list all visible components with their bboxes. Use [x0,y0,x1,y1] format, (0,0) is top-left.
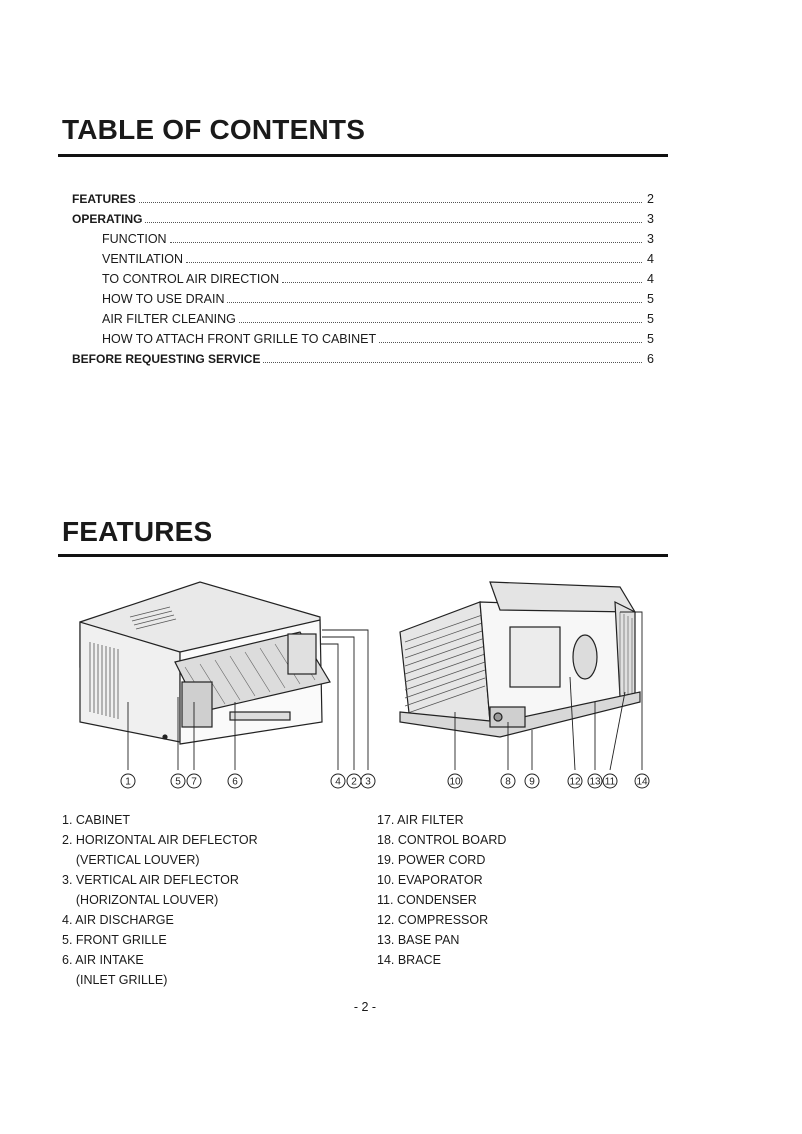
toc-leader-dots [169,242,642,243]
svg-text:11: 11 [605,777,616,788]
callout-10: 10 [447,773,463,789]
toc-leader-dots [263,362,642,363]
toc-entry-label: FUNCTION [102,232,167,246]
part-item: 11. CONDENSER [377,893,477,907]
toc-entry: AIR FILTER CLEANING 5 [72,312,654,332]
features-rule [58,554,668,557]
callout-9: 9 [524,773,540,789]
part-item: 1. CABINET [62,813,131,827]
part-item: 5. FRONT GRILLE [62,933,167,947]
toc-entry: HOW TO ATTACH FRONT GRILLE TO CABINET 5 [72,332,654,352]
callout-4: 4 [330,773,346,789]
svg-text:1: 1 [125,777,131,788]
toc-leader-dots [379,342,642,343]
callout-14: 14 [634,773,650,789]
svg-text:3: 3 [365,777,371,788]
toc-entry-label: AIR FILTER CLEANING [102,312,236,326]
callout-5: 5 [170,773,186,789]
svg-text:9: 9 [529,777,535,788]
part-item: 13. BASE PAN [377,933,460,947]
svg-text:6: 6 [232,777,238,788]
part-item: 10. EVAPORATOR [377,873,483,887]
parts-list-right: 17. AIR FILTER 18. CONTROL BOARD 19. POWER… [377,810,506,970]
part-item: (HORIZONTAL LOUVER) [62,893,219,907]
toc-entry: HOW TO USE DRAIN 5 [72,292,654,312]
callout-12: 12 [567,773,583,789]
part-item: 18. CONTROL BOARD [377,833,507,847]
toc-entry: VENTILATION 4 [72,252,654,272]
toc-leader-dots [138,202,642,203]
callout-2: 2 [346,773,362,789]
toc-entry-label: FEATURES [72,192,136,206]
toc-entry-page: 3 [647,212,654,226]
page-number: - 2 - [353,1000,377,1014]
toc-leader-dots [145,222,642,223]
toc-entry-page: 3 [647,232,654,246]
part-item: 12. COMPRESSOR [377,913,489,927]
leader-lines [127,611,643,771]
part-item: (INLET GRILLE) [62,973,168,987]
callout-7: 7 [186,773,202,789]
callout-13: 13 [587,773,603,789]
toc-entry-page: 5 [647,312,654,326]
svg-text:2: 2 [351,777,357,788]
toc-entry-label: TO CONTROL AIR DIRECTION [102,272,280,286]
toc-entry-label: VENTILATION [102,252,184,266]
toc-leader-dots [186,262,642,263]
toc-entry: OPERATING 3 [72,212,654,232]
callout-1: 1 [120,773,136,789]
svg-text:7: 7 [191,777,197,788]
callout-8: 8 [500,773,516,789]
toc-entry: FUNCTION 3 [72,232,654,252]
toc-entry-page: 4 [647,252,654,266]
toc-entry-label: HOW TO ATTACH FRONT GRILLE TO CABINET [102,332,377,346]
svg-text:8: 8 [505,777,511,788]
toc-entry-label: BEFORE REQUESTING SERVICE [72,352,261,366]
part-item: 19. POWER CORD [377,853,486,867]
title-rule [58,154,668,157]
svg-text:4: 4 [335,777,341,788]
part-item: 14. BRACE [377,953,441,967]
callout-6: 6 [227,773,243,789]
toc-entry-page: 5 [647,332,654,346]
toc-entry-label: HOW TO USE DRAIN [102,292,225,306]
part-item: 4. AIR DISCHARGE [62,913,174,927]
parts-list-left: 1. CABINET 2. HORIZONTAL AIR DEFLECTOR (V… [62,810,258,990]
callouts-right: 10 8 9 12 13 11 14 [447,773,650,789]
air-conditioner-illustration: 1 5 7 6 4 2 3 10 8 9 12 13 11 14 [79,581,650,789]
callout-11: 11 [602,773,618,789]
toc-leader-dots [227,302,642,303]
part-item: 3. VERTICAL AIR DEFLECTOR [62,873,239,887]
svg-text:14: 14 [636,777,648,788]
toc-entry-page: 6 [647,352,654,366]
part-item: 17. AIR FILTER [377,813,464,827]
toc-entry-label: OPERATING [72,212,143,226]
toc-entry-page: 5 [647,292,654,306]
assembled-unit-drawing [79,581,331,745]
toc-leader-dots [238,322,642,323]
toc-title: TABLE OF CONTENTS [62,114,366,145]
callout-3: 3 [360,773,376,789]
svg-text:13: 13 [589,777,601,788]
svg-text:10: 10 [449,777,461,788]
toc-entry: TO CONTROL AIR DIRECTION 4 [72,272,654,292]
svg-text:5: 5 [175,777,181,788]
toc-entry-page: 2 [647,192,654,206]
part-item: 2. HORIZONTAL AIR DEFLECTOR [62,833,258,847]
part-item: (VERTICAL LOUVER) [62,853,200,867]
callouts-left: 1 5 7 6 4 2 3 [120,773,376,789]
chassis-drawing [399,581,641,738]
toc-entry: FEATURES 2 [72,192,654,212]
toc-leader-dots [282,282,642,283]
svg-text:12: 12 [569,777,581,788]
toc-entry-page: 4 [647,272,654,286]
features-title: FEATURES [62,516,213,547]
toc-entry: BEFORE REQUESTING SERVICE 6 [72,352,654,372]
part-item: 6. AIR INTAKE [62,953,144,967]
